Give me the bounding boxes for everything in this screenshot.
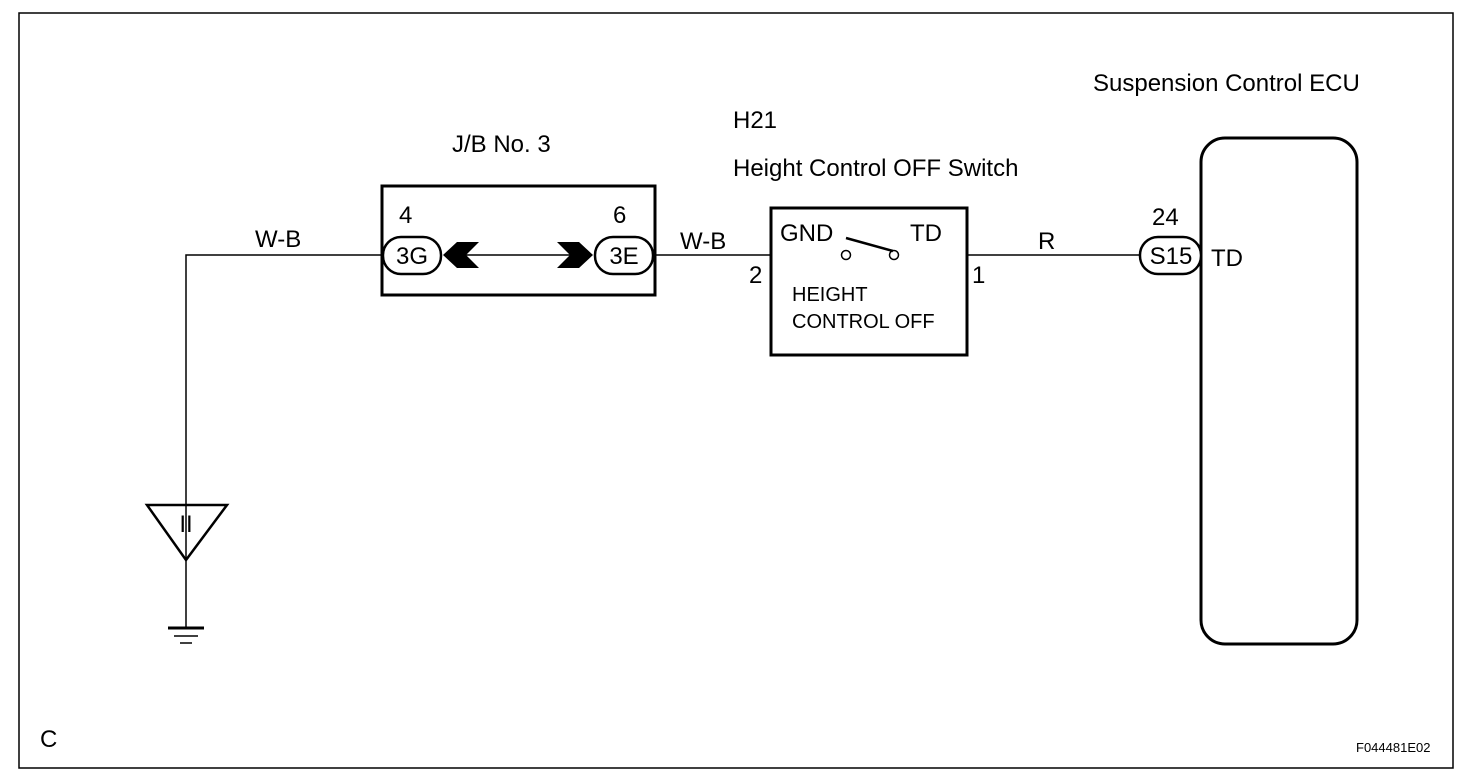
wire-label-jb-to-switch: W-B	[680, 228, 726, 255]
ecu-connector-label: S15	[1150, 243, 1193, 270]
ecu-connector-oval	[1138, 235, 1203, 276]
switch-td-label: TD	[910, 220, 942, 247]
switch-text-line2: CONTROL OFF	[792, 311, 935, 333]
jb-left-pin-number: 4	[399, 202, 412, 229]
wire-ground-wb	[185, 254, 382, 566]
jb-left-chevron-icon	[443, 242, 479, 268]
ecu-box	[1199, 136, 1359, 646]
jb-right-connector-oval	[593, 235, 655, 276]
jb-right-pin-number: 6	[613, 202, 626, 229]
ecu-terminal-label: TD	[1211, 245, 1243, 272]
jb-right-connector-label: 3E	[609, 243, 638, 270]
junction-block-box	[380, 184, 657, 297]
figure-code: F044481E02	[1356, 740, 1430, 755]
ground-point-label: II	[179, 511, 192, 538]
switch-pin-right: 1	[972, 262, 985, 289]
switch-contact-right	[888, 249, 900, 261]
jb-left-connector-oval	[381, 235, 443, 276]
switch-box	[769, 206, 969, 357]
jb-title: J/B No. 3	[452, 131, 551, 158]
switch-code: H21	[733, 107, 777, 134]
switch-name: Height Control OFF Switch	[733, 155, 1018, 182]
diagram-frame	[18, 12, 1454, 769]
switch-text-line1: HEIGHT	[792, 284, 868, 306]
wire-label-switch-to-ecu: R	[1038, 228, 1055, 255]
switch-contact-left	[840, 249, 852, 261]
ground-point-triangle	[144, 503, 230, 563]
jb-left-connector-label: 3G	[396, 243, 428, 270]
corner-letter: C	[40, 726, 57, 753]
switch-lever	[845, 236, 894, 253]
ecu-title: Suspension Control ECU	[1093, 70, 1360, 97]
switch-gnd-label: GND	[780, 220, 833, 247]
jb-right-chevron-icon	[557, 242, 593, 268]
ecu-pin-number: 24	[1152, 204, 1179, 231]
switch-pin-left: 2	[749, 262, 762, 289]
wire-label-ground-wb: W-B	[255, 226, 301, 253]
